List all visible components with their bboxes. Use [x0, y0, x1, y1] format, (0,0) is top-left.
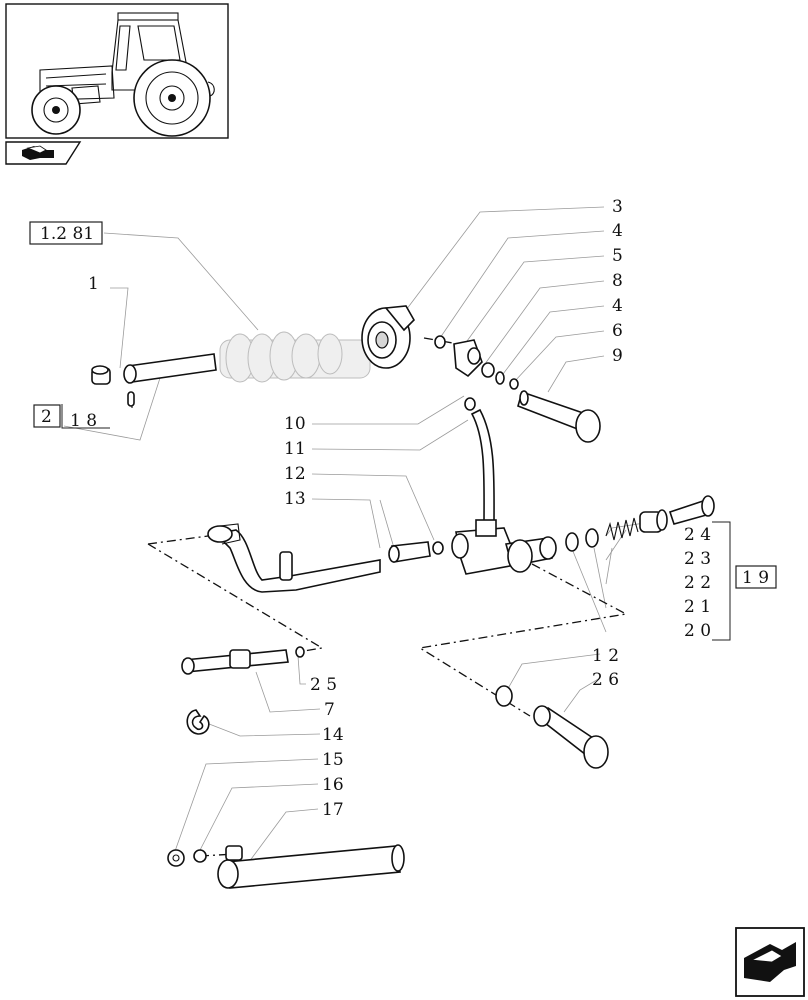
ref-box-1-2-81-label: 1.2 81 — [40, 224, 94, 244]
part-16-washer[interactable] — [193, 849, 207, 863]
part-24-bolt[interactable] — [668, 495, 715, 525]
part-14-clip[interactable] — [186, 709, 210, 735]
callout-13: 13 — [284, 489, 306, 509]
part-11-tube[interactable] — [470, 408, 495, 527]
part-12b-oring[interactable] — [495, 685, 513, 707]
part-6-washer[interactable] — [509, 378, 519, 390]
part-21-ring[interactable] — [585, 528, 599, 548]
part-15-nut[interactable] — [167, 849, 185, 867]
part-1-cap[interactable] — [91, 365, 111, 385]
part-3-bearing-housing[interactable] — [361, 305, 415, 369]
callout-3: 3 — [612, 197, 623, 217]
callout-22: 2 2 — [684, 573, 711, 593]
callout-10: 10 — [284, 414, 306, 434]
tractor-thumbnail-icon[interactable] — [5, 3, 229, 139]
ref-box-19-label: 1 9 — [742, 568, 769, 588]
part-18-shaft[interactable] — [123, 353, 217, 408]
callout-14: 14 — [322, 725, 344, 745]
ghost-shaft — [219, 331, 371, 383]
part-23-valve[interactable] — [639, 509, 668, 533]
ref-box-19[interactable]: 1 9 — [735, 565, 777, 589]
callout-17: 17 — [322, 800, 344, 820]
callout-11: 11 — [284, 439, 306, 459]
part-5-elbow[interactable] — [453, 339, 483, 378]
part-7-pin[interactable] — [181, 649, 289, 675]
callout-12: 12 — [284, 464, 306, 484]
part-25-oring[interactable] — [295, 646, 305, 658]
callout-16: 16 — [322, 775, 344, 795]
part-8-seal[interactable] — [481, 362, 495, 378]
callout-24: 2 4 — [684, 525, 711, 545]
ref-box-2-label: 2 — [41, 407, 52, 427]
callout-21: 2 1 — [684, 597, 711, 617]
callout-20: 2 0 — [684, 621, 711, 641]
part-22-spring[interactable] — [605, 517, 639, 541]
callout-12b: 1 2 — [592, 646, 619, 666]
callout-25: 2 5 — [310, 675, 337, 695]
callout-4b: 4 — [612, 296, 623, 316]
callout-26: 2 6 — [592, 670, 619, 690]
part-26-plug[interactable] — [533, 705, 609, 769]
part-9-bolt[interactable] — [517, 390, 601, 443]
bent-pipe-assembly[interactable] — [207, 523, 381, 593]
back-arrow-icon[interactable] — [5, 141, 82, 165]
callout-8: 8 — [612, 271, 623, 291]
part-4-oring-b[interactable] — [495, 371, 505, 385]
part-17-tube[interactable] — [217, 844, 405, 889]
callout-15: 15 — [322, 750, 344, 770]
ref-box-1-2-81[interactable]: 1.2 81 — [29, 221, 103, 245]
next-page-arrow-icon[interactable] — [735, 927, 805, 997]
callout-4a: 4 — [612, 221, 623, 241]
part-4-oring-a[interactable] — [434, 335, 446, 349]
part-10-oring[interactable] — [464, 397, 476, 411]
callout-1: 1 — [88, 274, 99, 294]
leader-lines — [61, 206, 731, 867]
callout-labels: 1 1 8 3 4 5 8 4 6 9 10 11 12 13 2 4 2 3 … — [70, 197, 711, 820]
part-13-tube[interactable] — [388, 541, 431, 563]
callout-23: 2 3 — [684, 549, 711, 569]
part-12-oring[interactable] — [432, 541, 444, 555]
ref-box-2[interactable]: 2 — [33, 404, 61, 428]
tee-fitting[interactable] — [451, 519, 557, 575]
callout-6: 6 — [612, 321, 623, 341]
callout-9: 9 — [612, 346, 623, 366]
callout-18: 1 8 — [70, 411, 97, 431]
callout-7: 7 — [324, 700, 335, 720]
part-20-washer[interactable] — [565, 532, 579, 552]
callout-5: 5 — [612, 246, 623, 266]
